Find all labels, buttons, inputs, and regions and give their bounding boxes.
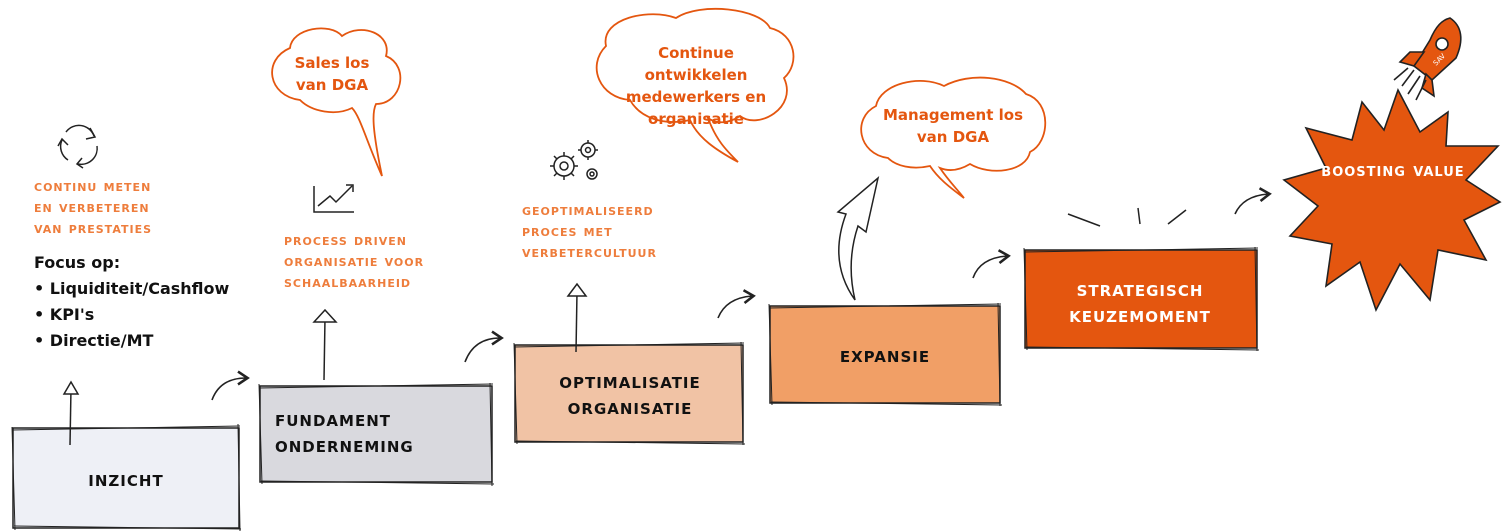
excitement-lines: [1067, 207, 1187, 227]
boosting-burst: [1282, 87, 1502, 313]
focus-title: Focus op:: [34, 253, 121, 272]
gears-icon: [550, 140, 598, 180]
caption-line: Geoptimaliseerd: [522, 201, 654, 219]
caption-line: schaalbaarheid: [284, 273, 412, 291]
caption-line: van prestaties: [34, 219, 153, 237]
step-box-optimalisatie: [513, 341, 746, 446]
rocket-icon: [1393, 17, 1462, 101]
pointer-arrows: [62, 282, 588, 446]
step-box-expansie: [768, 302, 1003, 407]
caption-line: Continu meten: [34, 177, 152, 195]
bubble-line: van DGA: [295, 76, 369, 94]
step-label-inzicht: Inzicht: [88, 467, 164, 491]
step-box-inzicht: [11, 423, 242, 532]
caption-line: en verbeteren: [34, 198, 150, 216]
focus-item: • Liquiditeit/Cashflow: [34, 279, 230, 298]
bubble-continue: [595, 7, 795, 163]
bubble-management: [860, 76, 1047, 199]
caption-line: organisatie voor: [284, 252, 425, 270]
step-label-optimalisatie: Optimalisatie organisatie: [559, 369, 701, 419]
step-label-strategisch: Strategisch keuzemoment: [1069, 277, 1211, 327]
bubble-sales-text: Sales los van DGA: [282, 52, 382, 96]
bubble-sales: [271, 27, 402, 177]
bubble-line: organisatie: [648, 110, 744, 128]
focus-item: • Directie/MT: [34, 331, 154, 350]
step-label-expansie: Expansie: [839, 343, 931, 367]
caption-line: Process driven: [284, 231, 407, 249]
curved-up-arrow: [836, 175, 880, 301]
flow-arrows: [211, 187, 1272, 401]
bubble-line: medewerkers en: [625, 88, 767, 106]
caption-process-driven: Process driven organisatie voor schaalba…: [284, 230, 494, 293]
trend-chart-icon: [313, 184, 354, 213]
caption-continu-meten: Continu meten en verbeteren van prestati…: [34, 176, 234, 239]
bubble-line: van DGA: [916, 128, 990, 146]
bubble-line: Sales los: [294, 54, 370, 72]
bubble-continue-text: Continue ontwikkelen medewerkers en orga…: [606, 42, 786, 130]
step-box-fundament: [258, 382, 495, 487]
caption-line: verbetercultuur: [522, 243, 657, 261]
burst-label: Boosting value: [1321, 160, 1465, 181]
bubble-line: Management los: [882, 106, 1023, 124]
caption-line: proces met: [522, 222, 613, 240]
step-label-fundament: Fundament onderneming: [275, 407, 414, 457]
recycle-icon: [57, 124, 98, 169]
bubble-management-text: Management los van DGA: [870, 104, 1036, 148]
focus-list: Focus op: • Liquiditeit/Cashflow • KPI's…: [34, 250, 254, 354]
bubble-line: Continue ontwikkelen: [644, 44, 748, 84]
focus-item: • KPI's: [34, 305, 95, 324]
step-box-strategisch: [1023, 246, 1260, 352]
caption-geoptimaliseerd: Geoptimaliseerd proces met verbetercultu…: [522, 200, 732, 263]
